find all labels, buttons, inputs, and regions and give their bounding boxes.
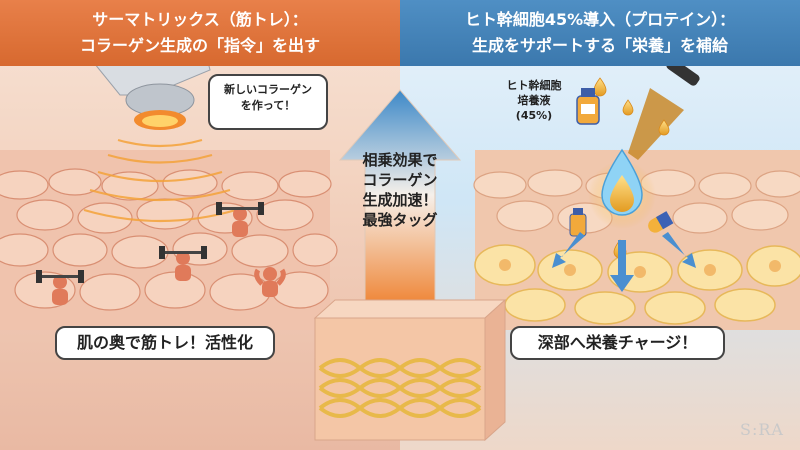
speech-bubble: 新しいコラーゲン を作って！ [208,74,328,130]
left-caption: 肌の奥で筋トレ！活性化 [55,326,275,360]
left-header-line1: サーマトリックス（筋トレ）： [92,10,308,29]
muscle-cell-icons [36,202,286,305]
synergy-text-line3: 生成加速！ [362,191,438,209]
synergy-text: 相乗効果で コラーゲン 生成加速！ 最強タッグ [345,150,455,230]
collagen-block-icon [313,298,507,442]
dropper-icon [628,58,700,160]
serum-drop-icon [588,148,656,229]
vial-label-line2: 培養液 [517,94,551,107]
synergy-text-line4: 最強タッグ [362,211,438,229]
serum-bottle-icon [576,88,600,125]
delivery-arrows-icon [552,232,696,292]
speech-bubble-line2: を作って！ [240,99,296,112]
synergy-text-line1: 相乗効果で [362,151,438,169]
right-header-line2: 生成をサポートする「栄養」を補給 [471,36,728,55]
right-header-line1: ヒト幹細胞45%導入（プロテイン）： [464,10,736,29]
heat-wave-icon [83,138,237,223]
right-caption: 深部へ栄養チャージ！ [510,326,725,360]
speech-bubble-line1: 新しいコラーゲン [224,83,312,96]
watermark-logo: S:RA [740,420,784,439]
left-header-line2: コラーゲン生成の「指令」を出す [79,36,320,55]
vial-label: ヒト幹細胞 培養液 (45%) [496,78,572,123]
capsule-icons [569,208,674,237]
synergy-arrow-icon [338,89,462,301]
left-header: サーマトリックス（筋トレ）： コラーゲン生成の「指令」を出す [0,0,400,66]
right-header: ヒト幹細胞45%導入（プロテイン）： 生成をサポートする「栄養」を補給 [400,0,800,66]
left-skin-cells [0,150,338,330]
vial-label-line1: ヒト幹細胞 [506,79,562,92]
synergy-text-line2: コラーゲン [362,171,438,189]
vial-label-line3: (45%) [515,109,553,122]
